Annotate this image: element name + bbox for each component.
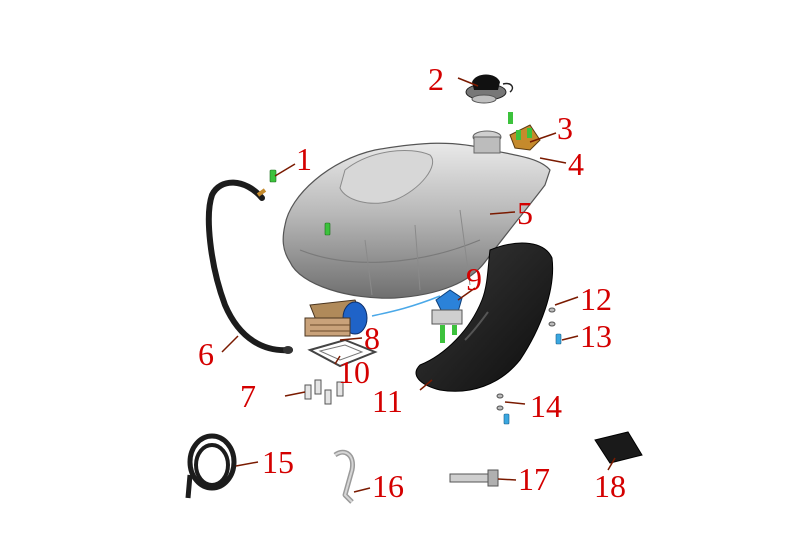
callout-13: 13 [580, 318, 612, 354]
leader-2 [457, 77, 479, 87]
leader-6 [221, 335, 239, 353]
callout-10: 10 [338, 354, 370, 390]
callout-17: 17 [518, 461, 550, 497]
tank-shroud-icon [415, 242, 554, 392]
leader-1 [274, 163, 296, 177]
callout-18: 18 [594, 468, 626, 504]
leader-8 [339, 337, 363, 341]
callout-9: 9 [466, 261, 482, 297]
callout-2: 2 [428, 61, 444, 97]
callout-1: 1 [296, 141, 312, 177]
long-bolt-icon [449, 469, 499, 487]
callout-5: 5 [517, 195, 533, 231]
bracket-icon [333, 449, 356, 504]
callout-11: 11 [372, 383, 403, 419]
leader-13 [561, 335, 579, 341]
leader-11 [419, 379, 433, 391]
screw-set-icon [496, 307, 562, 425]
leader-18 [607, 457, 616, 471]
callout-8: 8 [364, 320, 380, 356]
fuel-pump-icon [304, 299, 368, 337]
fuel-tank-icon [282, 130, 551, 299]
pad-icon [594, 431, 643, 464]
leader-10 [334, 355, 341, 365]
breather-hose-icon [205, 179, 293, 354]
callout-12: 12 [580, 281, 612, 317]
leader-16 [353, 487, 371, 493]
callout-6: 6 [198, 336, 214, 372]
leader-4 [539, 157, 567, 164]
leader-7 [284, 391, 306, 397]
leader-5 [489, 211, 516, 215]
callout-3: 3 [557, 110, 573, 146]
gasket-icon [307, 338, 378, 368]
coiled-hose-icon [185, 433, 237, 499]
callout-7: 7 [240, 378, 256, 414]
leader-lines [221, 77, 616, 493]
callout-4: 4 [568, 146, 584, 182]
leader-14 [504, 401, 526, 405]
leader-15 [235, 461, 259, 467]
callout-15: 15 [262, 444, 294, 480]
filler-bracket-icon [508, 112, 541, 151]
leader-12 [554, 296, 579, 306]
leader-9 [457, 287, 476, 301]
leader-3 [529, 132, 557, 143]
callout-16: 16 [372, 468, 404, 504]
fuel-cap-icon [465, 74, 514, 104]
level-sender-icon [371, 289, 463, 343]
bolt-icon [269, 169, 331, 236]
leader-17 [497, 478, 517, 481]
callout-14: 14 [530, 388, 562, 424]
